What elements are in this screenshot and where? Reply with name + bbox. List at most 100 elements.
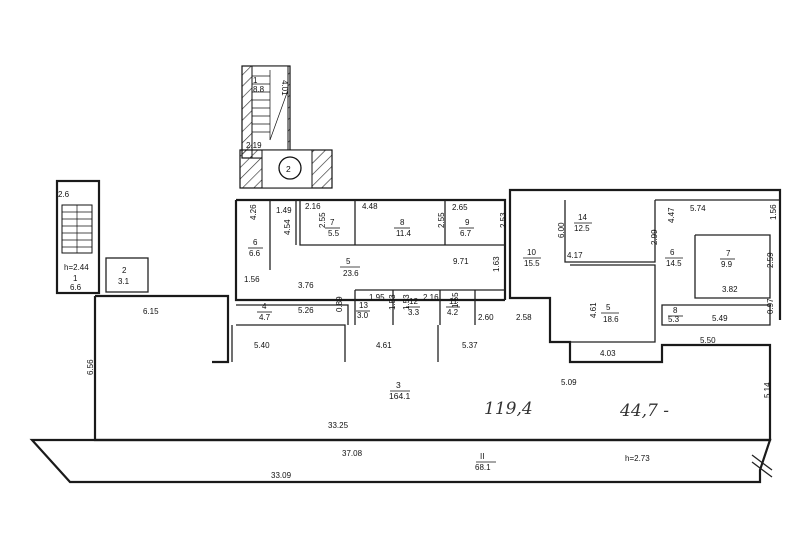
dim-label: 2.65 — [452, 203, 468, 212]
room-area: 8.8 — [253, 85, 265, 94]
dim-label: 1.63 — [492, 256, 501, 272]
room-label: 12 — [409, 297, 418, 306]
handwritten-area: 44,7 - — [619, 401, 669, 421]
room-label: 3 — [396, 380, 401, 390]
room-label: 8 — [400, 218, 405, 227]
room-area: 3.1 — [118, 277, 130, 286]
dim-label: 2.55 — [437, 212, 446, 228]
dim-label: 33.09 — [271, 471, 292, 480]
room-label: 13 — [359, 301, 368, 310]
room-area: 5.5 — [328, 229, 340, 238]
room-label: 8 — [673, 306, 678, 315]
dim-label: 1.53 — [402, 294, 411, 310]
dim-label: 4.03 — [600, 349, 616, 358]
dim-label: 4.01 — [280, 80, 289, 96]
room-area: 164.1 — [389, 391, 411, 401]
room-area: 3.0 — [357, 311, 369, 320]
room-area: 11.4 — [396, 229, 412, 238]
dim-label: 5.14 — [763, 382, 772, 398]
room-II: II 68.1 h=2.73 37.08 33.09 33.25 — [29, 421, 773, 484]
stair-block-top: 2 1 8.8 4.01 2.19 — [239, 65, 333, 189]
dim-label: 33.25 — [328, 421, 349, 430]
dim-label: 37.08 — [342, 449, 363, 458]
dim-label: 2.16 — [423, 293, 439, 302]
room-area: 5.3 — [668, 315, 680, 324]
room-height: h=2.73 — [625, 454, 650, 463]
dim-label: 3.76 — [298, 281, 314, 290]
room-label: 5 — [346, 257, 351, 266]
dim-label: 5.26 — [298, 306, 314, 315]
dim-label: 2.58 — [516, 313, 532, 322]
room-label: 11 — [449, 297, 458, 306]
dim-label: 2.19 — [246, 141, 262, 150]
room-area: 4.2 — [447, 308, 459, 317]
dim-label: 5.50 — [700, 336, 716, 345]
dim-label: 3.82 — [722, 285, 738, 294]
dim-label: 4.61 — [589, 302, 598, 318]
dim-label: 6.15 — [143, 307, 159, 316]
room-area: 18.6 — [603, 315, 619, 324]
dim-label: 4.61 — [376, 341, 392, 350]
dim-label: 9.71 — [453, 257, 469, 266]
dim-label: 1.56 — [244, 275, 260, 284]
dim-label: 6.56 — [86, 359, 95, 375]
room-label: 7 — [726, 249, 731, 258]
dim-label: 2.16 — [305, 202, 321, 211]
room-area: 6.7 — [460, 229, 472, 238]
room-label: 1 — [253, 76, 258, 85]
dim-label: 4.17 — [567, 251, 583, 260]
circle-marker — [278, 156, 302, 180]
dim-label: 4.48 — [362, 202, 378, 211]
dim-label: 2.55 — [318, 212, 327, 228]
dim-label: 5.40 — [254, 341, 270, 350]
left-stair: 2.6 h=2.44 1 6.6 2 3.1 — [55, 179, 149, 295]
room-area: 6.6 — [70, 283, 82, 292]
room-label: 5 — [606, 303, 611, 312]
dim-label: 5.37 — [462, 341, 478, 350]
dim-label: 1.49 — [276, 206, 292, 215]
circle-label: 2 — [286, 164, 291, 174]
dim-label: 1.53 — [388, 294, 397, 310]
room-area: 12.5 — [574, 224, 590, 233]
room-labels: 3 164.1 4 4.7 5 23.6 6 6.6 7 5.5 8 11.4 … — [248, 213, 735, 401]
room-label: 4 — [262, 302, 267, 311]
dimension-labels: 6.15 6.56 4.26 1.49 2.16 4.48 2.65 4.54 … — [86, 202, 778, 398]
room-label: II — [480, 452, 484, 461]
room-area: 15.5 — [524, 259, 540, 268]
dim-label: 2.99 — [650, 229, 659, 245]
dim-label: 2.59 — [766, 252, 775, 268]
dim-label: 1.55 — [451, 292, 460, 308]
room-area: 3.3 — [408, 308, 420, 317]
handwritten-area: 119,4 — [484, 399, 533, 419]
dim-label: 1.56 — [769, 204, 778, 220]
main-walls — [93, 188, 782, 442]
room-label: 10 — [527, 248, 536, 257]
room-label: 6 — [670, 248, 675, 257]
room-label: 6 — [253, 238, 258, 247]
room-area: 14.5 — [666, 259, 682, 268]
room-label: 1 — [73, 274, 78, 283]
dim-label: 6.00 — [557, 222, 566, 238]
room-label: 2 — [122, 266, 127, 275]
dim-label: 0.89 — [335, 296, 344, 312]
dim-label: 5.49 — [712, 314, 728, 323]
dim-label: 4.47 — [667, 207, 676, 223]
room-area: 6.6 — [249, 249, 261, 258]
dim-label: 1.95 — [369, 293, 385, 302]
room-area: 4.7 — [259, 313, 271, 322]
room-label: 9 — [465, 218, 470, 227]
room-area: 23.6 — [343, 269, 359, 278]
room-label: 7 — [330, 218, 335, 227]
dim-label: 2.53 — [499, 212, 508, 228]
room-area: 68.1 — [475, 463, 491, 472]
dim-label: 0.97 — [766, 298, 775, 314]
dim-label: 4.54 — [283, 219, 292, 235]
room-height: h=2.44 — [64, 263, 89, 272]
dim-label: 5.09 — [561, 378, 577, 387]
dim-label: 5.74 — [690, 204, 706, 213]
dim-label: 2.60 — [478, 313, 494, 322]
room-area: 9.9 — [721, 260, 733, 269]
dim-label: 2.6 — [58, 190, 70, 199]
dim-label: 4.26 — [249, 204, 258, 220]
